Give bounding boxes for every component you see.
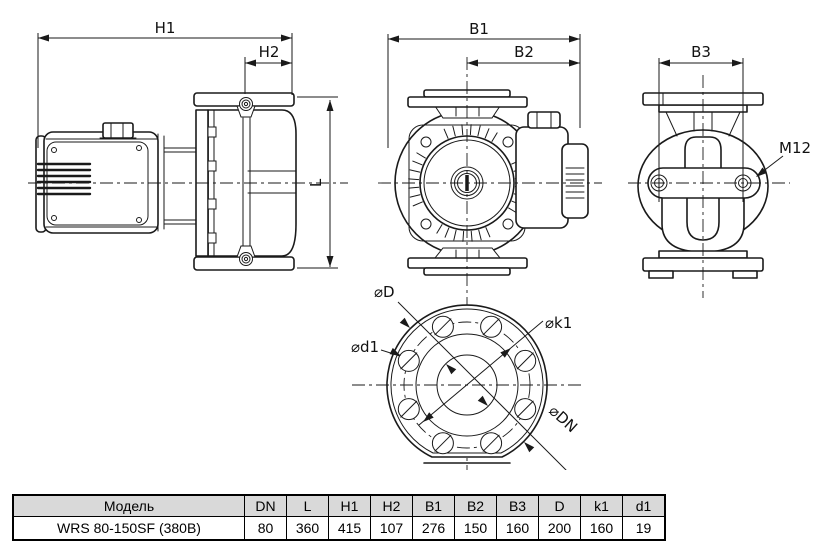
flange-outer-rim (386, 304, 548, 458)
front-view-drawing (378, 57, 602, 470)
table-header-b2: B2 (454, 494, 497, 517)
dim-label-b3: B3 (691, 43, 711, 61)
table-header-model: Модель (12, 494, 245, 517)
table-cell-k1: 160 (580, 516, 623, 541)
table-cell-h2: 107 (370, 516, 413, 541)
back-view-drawing (628, 75, 790, 298)
motor-face-plate (46, 141, 149, 226)
motor-cooling-fins (36, 162, 92, 196)
table-cell-dn: 80 (244, 516, 287, 541)
raised-face-circle (415, 333, 519, 437)
table-header-h1: H1 (328, 494, 371, 517)
dim-label-dia-d1: ⌀d1 (351, 338, 379, 356)
d-dn-diameter-line (397, 301, 567, 470)
dim-label-dia-dn: ⌀DN (545, 402, 581, 437)
pump-drawing-canvas: H1 H2 L B1 B2 B3 M12 ⌀D ⌀k1 ⌀d1 (28, 19, 811, 470)
table-cell-model: WRS 80-150SF (380В) (12, 516, 245, 541)
dim-label-dia-k1: ⌀k1 (545, 314, 572, 332)
table-header-dn: DN (244, 494, 287, 517)
terminal-box-cap (527, 111, 561, 129)
table-cell-b1: 276 (412, 516, 455, 541)
dim-label-l: L (307, 178, 325, 187)
table-header-l: L (286, 494, 329, 517)
dim-label-m12: M12 (779, 139, 811, 157)
table-header-k1: k1 (580, 494, 623, 517)
table-cell-d: 200 (538, 516, 581, 541)
table-header-h2: H2 (370, 494, 413, 517)
dimensions-table: Модель DN L H1 H2 B1 B2 B3 D k1 d1 WRS 8… (12, 494, 666, 541)
top-flange-front (407, 96, 528, 108)
dim-label-dia-d: ⌀D (374, 283, 395, 301)
motor-terminal-lug (102, 122, 134, 139)
dim-label-b2: B2 (514, 43, 534, 61)
table-data-row: WRS 80-150SF (380В) 80 360 415 107 276 1… (12, 516, 666, 541)
table-cell-b3: 160 (496, 516, 539, 541)
flange-bolt-holes (397, 315, 537, 455)
side-view-drawing (28, 92, 348, 271)
terminal-box (515, 126, 569, 229)
table-header-d1: d1 (622, 494, 666, 517)
gland-fins (565, 167, 585, 199)
table-header-b3: B3 (496, 494, 539, 517)
table-header-b1: B1 (412, 494, 455, 517)
dim-label-b1: B1 (469, 20, 489, 38)
table-cell-b2: 150 (454, 516, 497, 541)
table-cell-d1: 19 (622, 516, 666, 541)
cable-gland-cover (561, 143, 589, 219)
table-cell-h1: 415 (328, 516, 371, 541)
dim-label-h2: H2 (259, 43, 280, 61)
k1-diameter-line (418, 320, 544, 426)
table-header-row: Модель DN L H1 H2 B1 B2 B3 D k1 d1 (12, 494, 666, 517)
bottom-flange-front (407, 257, 528, 269)
table-header-d: D (538, 494, 581, 517)
table-cell-l: 360 (286, 516, 329, 541)
cross-bottom-slot (686, 194, 720, 241)
dim-label-h1: H1 (155, 19, 176, 37)
flange-detail-drawing (352, 301, 585, 470)
